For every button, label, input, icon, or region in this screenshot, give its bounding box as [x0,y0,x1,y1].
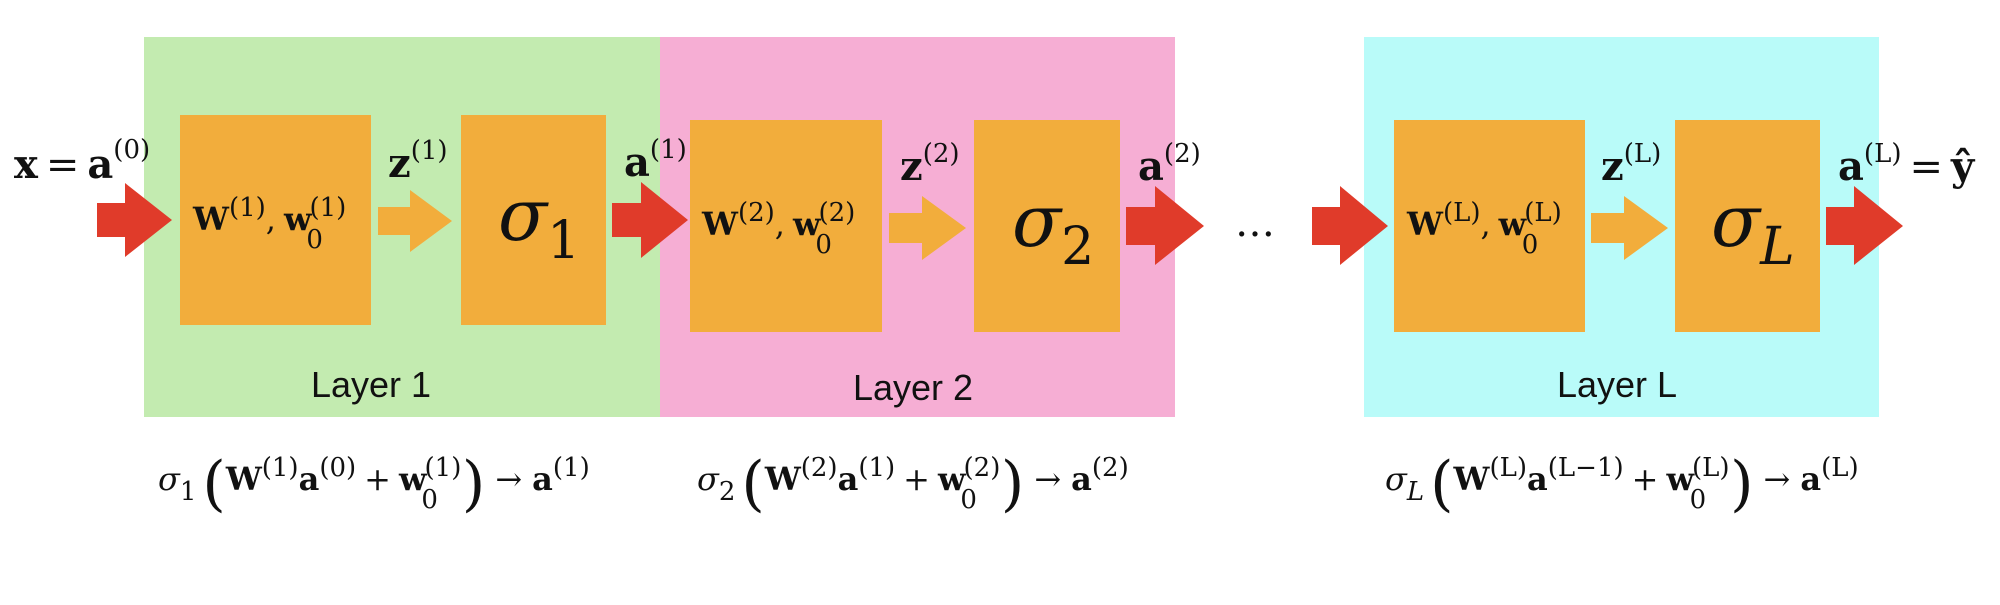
input-label: x=a(0) [14,135,150,188]
activation-block-layer-2 [974,120,1120,332]
z-label-layer-2: z(2) [900,139,960,190]
arrow-layer2-out [1126,186,1204,265]
weight-block-layer-1 [180,115,371,325]
arrow-layer1-to-layer2 [612,182,688,258]
input-arrow [97,183,172,257]
activation-label-layer-2: a(2) [1138,139,1201,190]
activation-block-layer-1 [461,115,606,325]
activation-label-layer-1: a(1) [624,135,687,186]
sigma-label-layer-2: σ2 [1012,179,1094,277]
weight-label-layer-1: W(1),w(1)0 [192,193,346,255]
weight-label-layer-L: W(L),w(L)0 [1406,198,1562,260]
sigma-label-layer-L: σL [1711,179,1795,277]
weight-label-layer-2: W(2),w(2)0 [701,198,855,260]
z-arrow-layer-1 [378,190,452,252]
z-arrow-layer-2 [889,196,966,260]
output-arrow [1826,186,1903,265]
z-arrow-layer-L [1591,196,1668,260]
layer-1-label: Layer 1 [311,364,431,405]
layer-L-label: Layer L [1557,364,1677,405]
z-label-layer-1: z(1) [388,136,448,187]
weight-block-layer-2 [690,120,882,332]
layer-2-label: Layer 2 [853,367,973,408]
ellipsis: … [1235,200,1275,246]
activation-block-layer-L [1675,120,1820,332]
sigma-label-layer-1: σ1 [498,173,580,271]
weight-block-layer-L [1394,120,1585,332]
output-label: a(L)=ŷ [1838,139,1976,190]
formula-layer-1: σ1(W(1)a(0)+w(1)0)→a(1) [158,449,590,519]
formula-layer-L: σL(W(L)a(L−1)+w(L)0)→a(L) [1385,449,1859,519]
arrow-into-layer-L [1312,186,1388,265]
formula-layer-2: σ2(W(2)a(1)+w(2)0)→a(2) [697,449,1129,519]
z-label-layer-L: z(L) [1601,139,1661,190]
